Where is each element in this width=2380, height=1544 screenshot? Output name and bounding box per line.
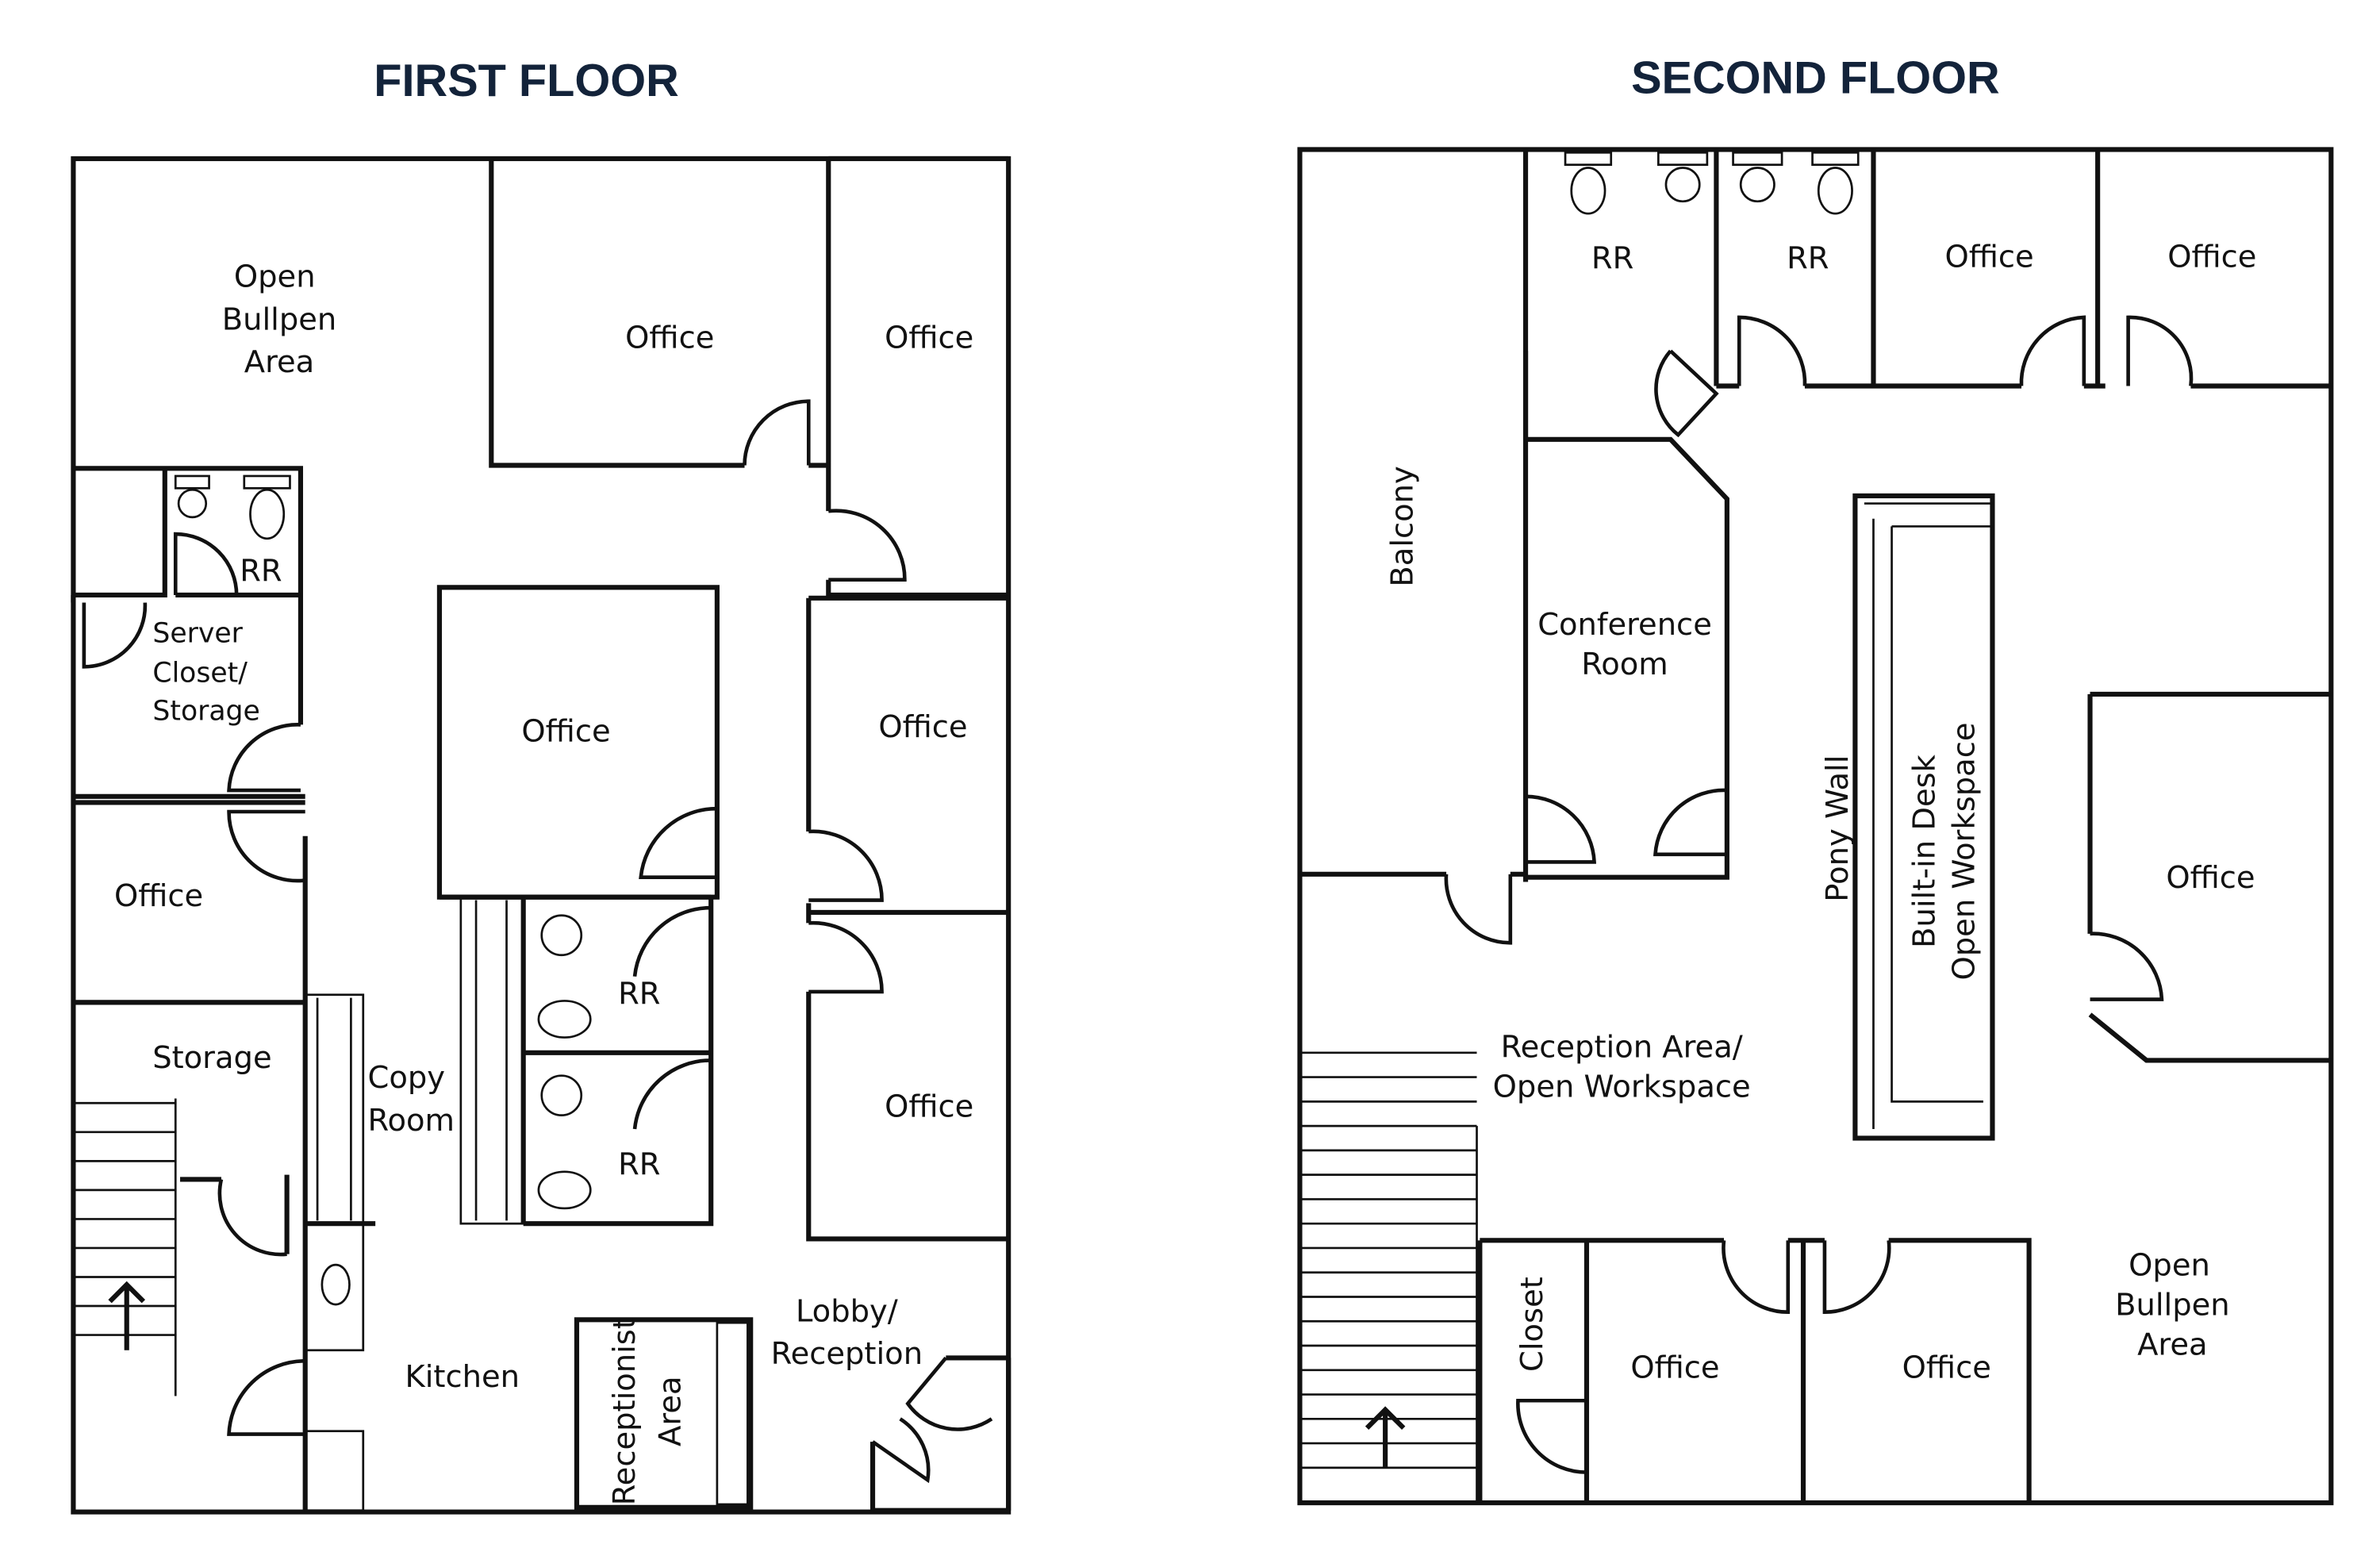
- room-label-office: Office: [2166, 860, 2255, 896]
- first-floor-title: FIRST FLOOR: [374, 56, 678, 106]
- room-label-kitchen: Kitchen: [405, 1359, 520, 1395]
- room-label-office: Office: [1902, 1350, 1991, 1385]
- room-label-storage: Storage: [152, 1040, 271, 1076]
- room-label-office: Office: [625, 320, 714, 355]
- room-label-closet: Closet: [1514, 1277, 1550, 1372]
- room-label-office: Office: [878, 709, 967, 745]
- second-floor-title: SECOND FLOOR: [1631, 52, 2000, 103]
- room-label-office: Office: [885, 320, 973, 355]
- room-label-reception: Reception Area/Open Workspace: [1493, 1030, 1751, 1105]
- label-pony-wall: Pony Wall: [1820, 755, 1856, 902]
- room-label-lobby: Lobby/Reception: [771, 1293, 923, 1372]
- room-label-rr: RR: [1787, 240, 1829, 276]
- second-floor-walls: [1297, 147, 2334, 1506]
- second-floor: SECOND FLOOR: [1297, 52, 2334, 1506]
- room-label-office: Office: [1945, 240, 2034, 275]
- room-label-office: Office: [114, 878, 203, 914]
- room-label-office: Office: [885, 1089, 973, 1125]
- room-label-rr: RR: [240, 554, 282, 590]
- room-label-office: Office: [521, 714, 610, 750]
- room-label-rr: RR: [1591, 240, 1633, 276]
- room-label-office: Office: [2167, 240, 2256, 275]
- second-floor-doors: [1444, 315, 2194, 1474]
- first-floor: FIRST FLOOR: [71, 56, 1012, 1515]
- first-floor-doors: [82, 399, 993, 1484]
- room-label-balcony: Balcony: [1385, 466, 1421, 586]
- room-label-office: Office: [1630, 1350, 1719, 1385]
- room-label-rr: RR: [618, 976, 660, 1012]
- first-floor-walls: [71, 156, 1012, 1515]
- room-label-rr: RR: [618, 1147, 660, 1183]
